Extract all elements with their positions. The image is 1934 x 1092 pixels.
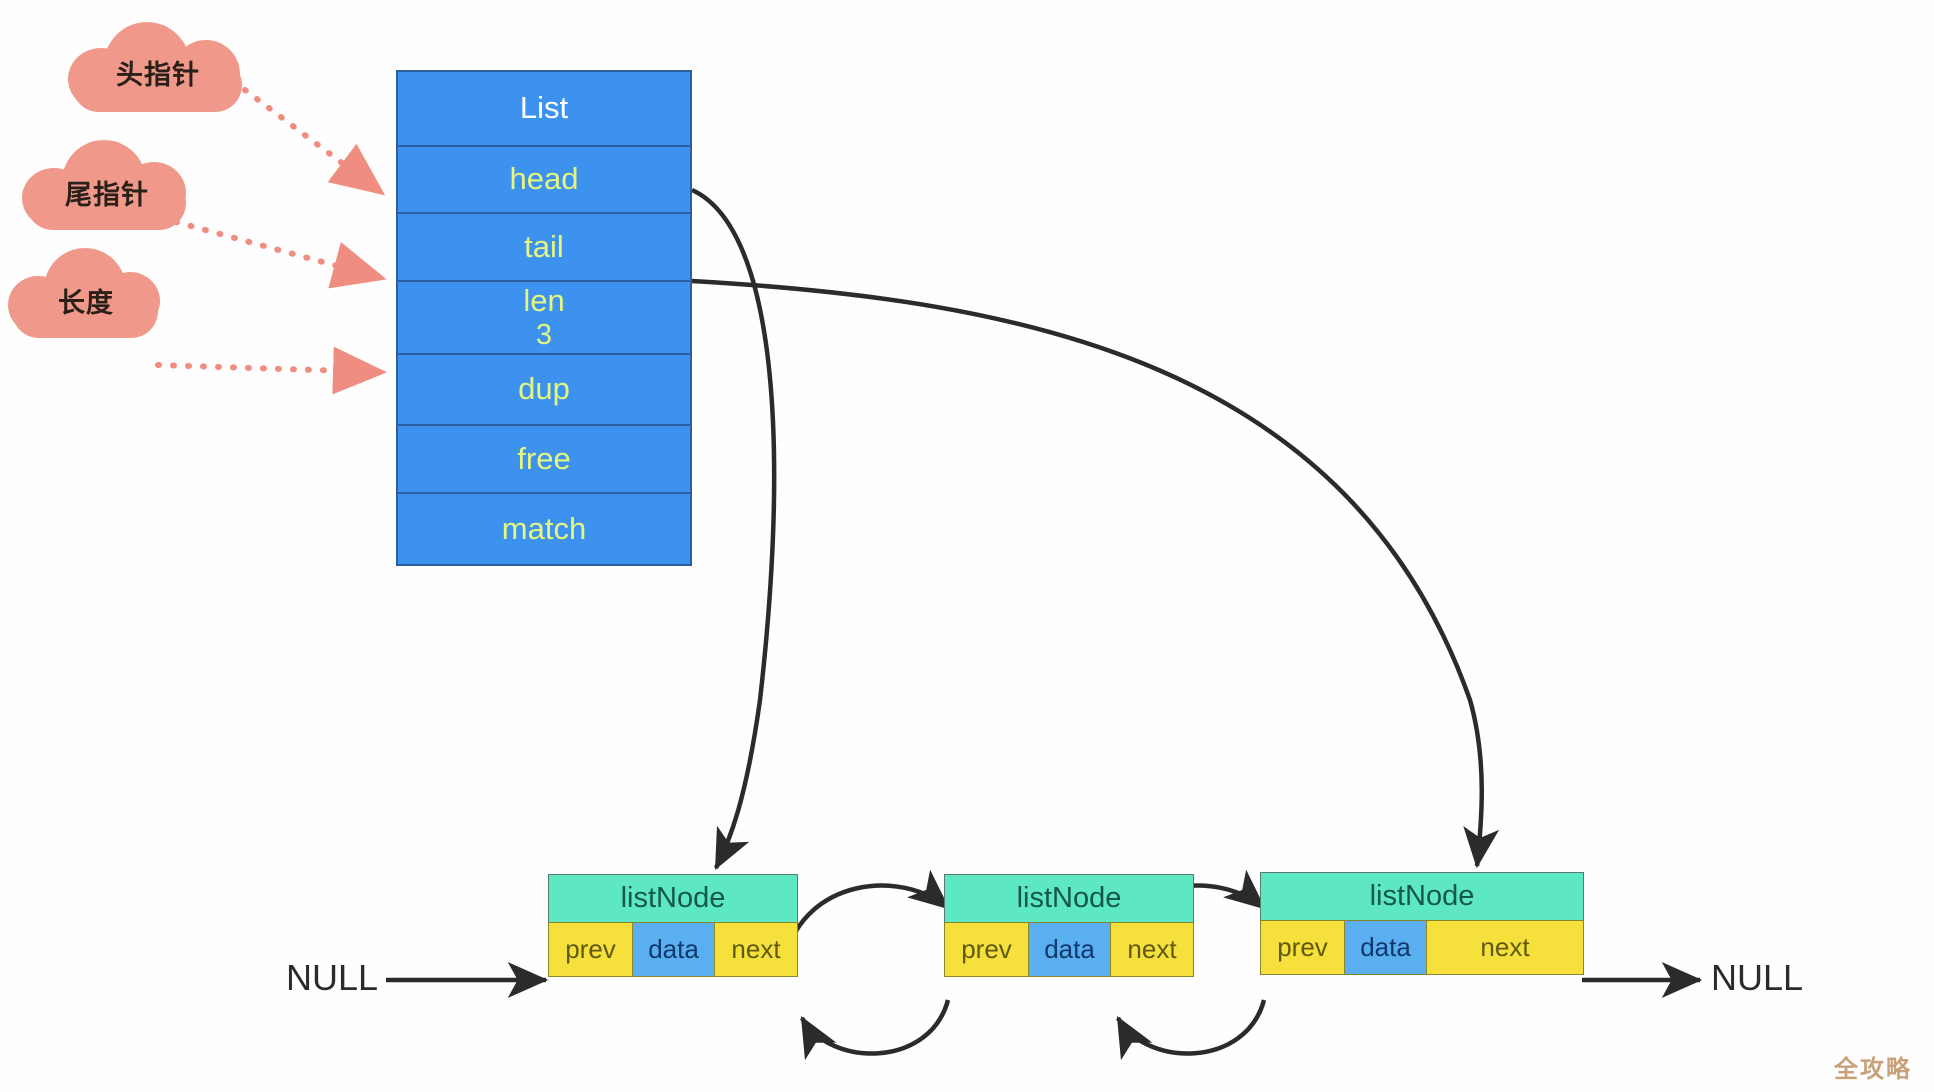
callout-arrow-len xyxy=(155,346,387,395)
list-field-len-label: len xyxy=(523,282,565,318)
list-node-2-prev: prev xyxy=(945,923,1029,976)
list-field-free-label: free xyxy=(517,440,571,476)
prev-curve-2-1 xyxy=(800,999,951,1061)
head-pointer-curve xyxy=(691,187,777,871)
callout-arrow-head xyxy=(242,87,386,196)
list-node-2-cells: prev data next xyxy=(944,922,1194,977)
list-node-1: listNode prev data next xyxy=(548,874,798,977)
list-node-3-cells: prev data next xyxy=(1260,920,1584,975)
list-node-1-next: next xyxy=(715,923,797,976)
next-curve-1-2 xyxy=(783,869,950,956)
list-field-tail: tail xyxy=(398,214,690,282)
prev-curve-3-2 xyxy=(1116,999,1267,1061)
list-node-1-data: data xyxy=(633,923,715,976)
list-field-match-label: match xyxy=(501,510,587,546)
callout-cloud-tail-label: 尾指针 xyxy=(65,179,149,210)
list-node-2-header: listNode xyxy=(944,874,1194,922)
list-node-3-next: next xyxy=(1427,921,1583,974)
list-node-3-data: data xyxy=(1345,921,1427,974)
list-node-3: listNode prev data next xyxy=(1260,872,1584,975)
callout-cloud-len: 长度 xyxy=(8,248,164,338)
list-node-2-next: next xyxy=(1111,923,1193,976)
callout-arrow-tail xyxy=(173,219,387,289)
list-node-3-prev: prev xyxy=(1261,921,1345,974)
list-field-head-label: head xyxy=(509,161,579,197)
list-node-2: listNode prev data next xyxy=(944,874,1194,977)
list-field-len: len 3 xyxy=(398,282,690,355)
list-field-tail-label: tail xyxy=(524,228,564,264)
list-node-2-data: data xyxy=(1029,923,1111,976)
list-field-dup: dup xyxy=(398,355,690,426)
list-node-1-cells: prev data next xyxy=(548,922,798,977)
tail-pointer-curve xyxy=(691,278,1500,869)
list-node-1-header: listNode xyxy=(548,874,798,922)
list-struct-box: List head tail len 3 dup free match xyxy=(396,70,692,566)
callout-cloud-tail: 尾指针 xyxy=(22,140,192,230)
list-struct-title: List xyxy=(398,72,690,147)
watermark: 全攻略 xyxy=(1834,1056,1912,1083)
list-field-free: free xyxy=(398,426,690,494)
list-field-head: head xyxy=(398,147,690,214)
callout-cloud-head-label: 头指针 xyxy=(116,59,200,90)
null-terminator-right: NULL xyxy=(1711,957,1804,998)
callout-cloud-head: 头指针 xyxy=(68,22,248,112)
list-node-3-header: listNode xyxy=(1260,872,1584,920)
list-field-dup-label: dup xyxy=(518,371,570,407)
list-field-match: match xyxy=(398,494,690,564)
list-node-1-prev: prev xyxy=(549,923,633,976)
callout-arrows xyxy=(155,87,387,395)
callout-cloud-len-label: 长度 xyxy=(58,287,114,318)
null-terminator-left: NULL xyxy=(286,957,379,998)
list-field-len-value: 3 xyxy=(535,318,553,351)
